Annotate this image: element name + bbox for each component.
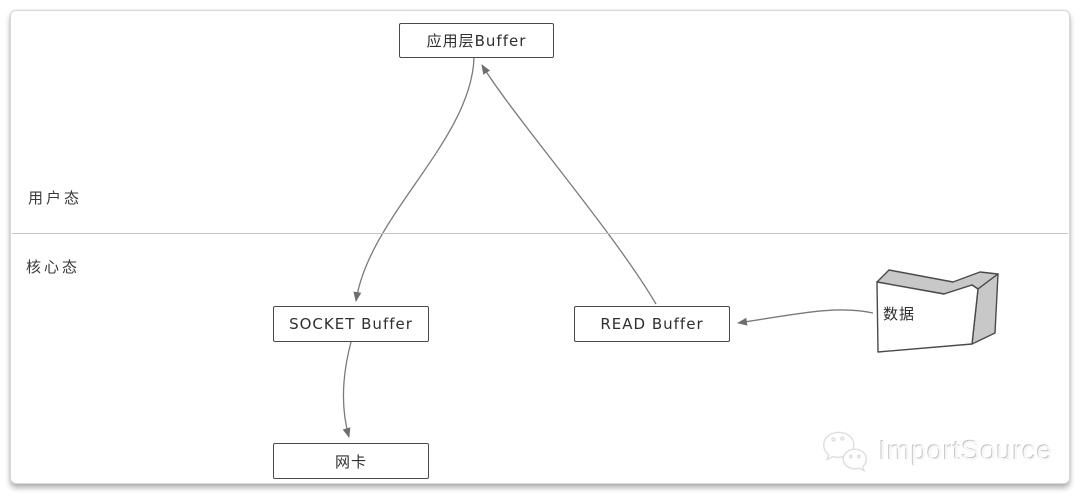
edge-data-to-read	[737, 309, 874, 326]
node-read-buffer: READ Buffer	[574, 306, 730, 342]
wechat-eye	[856, 454, 861, 459]
edge-socket-to-nic	[342, 341, 352, 438]
edge-app-to-socket	[353, 57, 475, 302]
edge-read-to-app	[481, 64, 657, 305]
node-nic: 网卡	[273, 443, 429, 479]
wechat-eye	[831, 437, 836, 442]
mode-divider-line	[12, 233, 1068, 234]
user-mode-label: 用户态	[28, 189, 83, 207]
data-shape-label: 数据	[883, 305, 916, 323]
kernel-mode-label: 核心态	[26, 258, 81, 276]
watermark: ImportSource	[818, 427, 1053, 475]
wechat-small-bubble	[842, 448, 867, 472]
wechat-icon	[822, 431, 867, 472]
node-socket-buffer: SOCKET Buffer	[273, 306, 429, 342]
wechat-eye	[848, 454, 853, 459]
data-shape-side-face	[971, 273, 999, 345]
wechat-eye	[840, 436, 845, 441]
arrows-layer	[342, 57, 999, 438]
watermark-brand-text: ImportSource	[878, 435, 1053, 466]
data-shape-top-face	[876, 269, 999, 295]
diagram-card: 用户态 核心态 应用层Buffer SOCKET Buffer READ Buf…	[10, 10, 1070, 484]
node-app-buffer: 应用层Buffer	[399, 23, 554, 58]
